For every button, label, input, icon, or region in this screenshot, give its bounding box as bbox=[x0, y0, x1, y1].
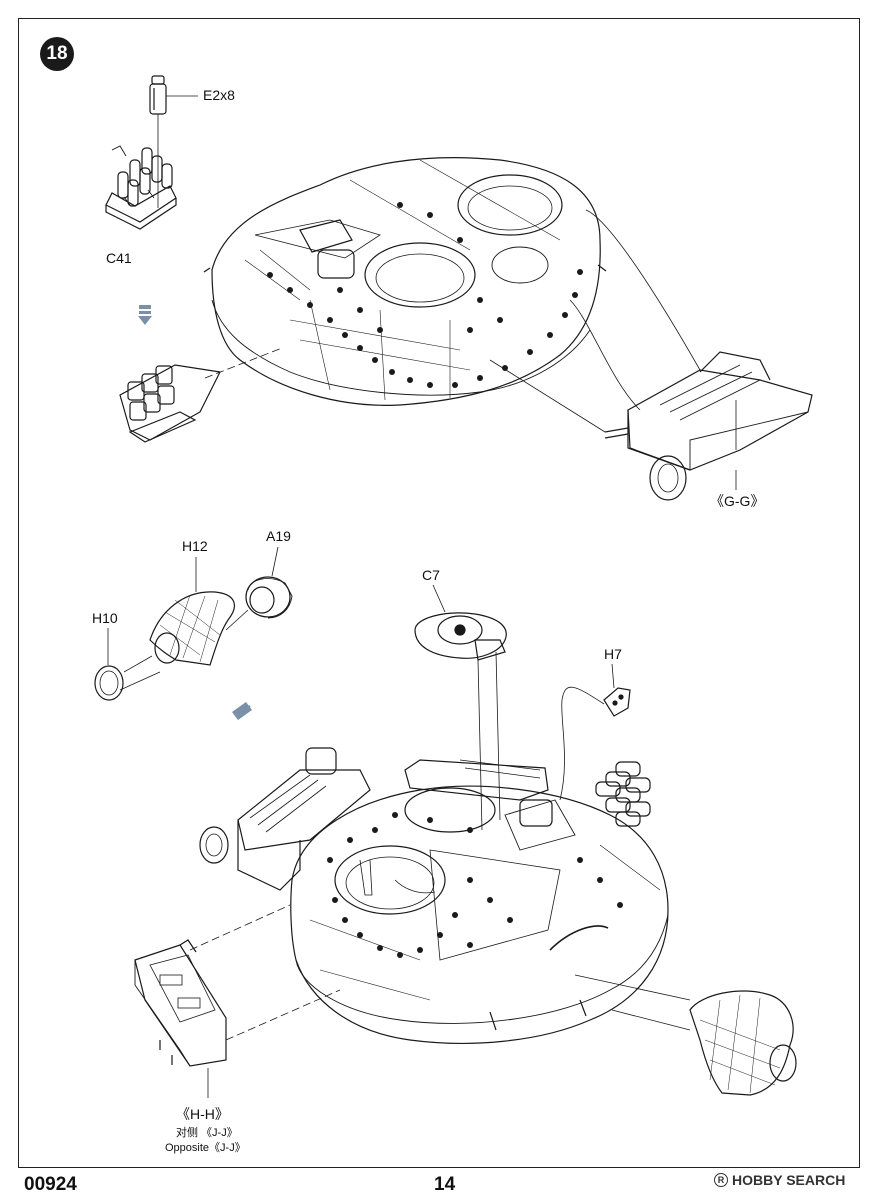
registered-icon: R bbox=[714, 1173, 728, 1187]
page-number: 14 bbox=[434, 1174, 456, 1195]
launcher-assembly-right bbox=[595, 761, 651, 827]
upper-turret-body bbox=[203, 157, 607, 406]
label-e2x8: E2x8 bbox=[203, 87, 235, 103]
label-c7: C7 bbox=[422, 567, 440, 583]
watermark: R HOBBY SEARCH bbox=[714, 1172, 845, 1188]
gg-storage-bin bbox=[489, 209, 813, 501]
direction-arrow-mid bbox=[232, 702, 252, 720]
label-gg: 《G-G》 bbox=[710, 493, 765, 509]
product-code: 00924 bbox=[24, 1174, 77, 1195]
launcher-assembly-left bbox=[119, 347, 283, 443]
mantlet-assembled-right bbox=[574, 974, 797, 1096]
h10-ring-part bbox=[94, 628, 161, 701]
page-frame bbox=[18, 18, 860, 1168]
a19-ring-part bbox=[225, 546, 293, 631]
label-jj-chinese: 对侧 《J-J》 bbox=[176, 1127, 238, 1139]
c7-cupola-part bbox=[414, 584, 507, 831]
label-jj-english: Opposite《J-J》 bbox=[165, 1142, 246, 1154]
h7-part bbox=[559, 663, 631, 801]
h12-mantlet-part bbox=[149, 557, 236, 666]
e2x8-pin-part bbox=[149, 75, 198, 208]
lower-turret-body bbox=[290, 785, 669, 1044]
c41-launcher-part bbox=[105, 145, 177, 230]
step-number-badge: 18 bbox=[40, 37, 74, 71]
label-a19: A19 bbox=[266, 528, 291, 544]
label-c41: C41 bbox=[106, 250, 132, 266]
watermark-text: HOBBY SEARCH bbox=[732, 1172, 846, 1188]
upper-turret-bolts bbox=[267, 202, 583, 388]
label-h10: H10 bbox=[92, 610, 118, 626]
label-h12: H12 bbox=[182, 538, 208, 554]
side-bin-rear-left bbox=[199, 747, 371, 891]
hh-storage-bin bbox=[134, 904, 341, 1098]
direction-arrow-left bbox=[138, 305, 152, 325]
label-hh: 《H-H》 bbox=[176, 1106, 229, 1122]
label-h7: H7 bbox=[604, 646, 622, 662]
lower-turret-bolts bbox=[327, 812, 623, 958]
side-bin-top bbox=[404, 759, 549, 801]
